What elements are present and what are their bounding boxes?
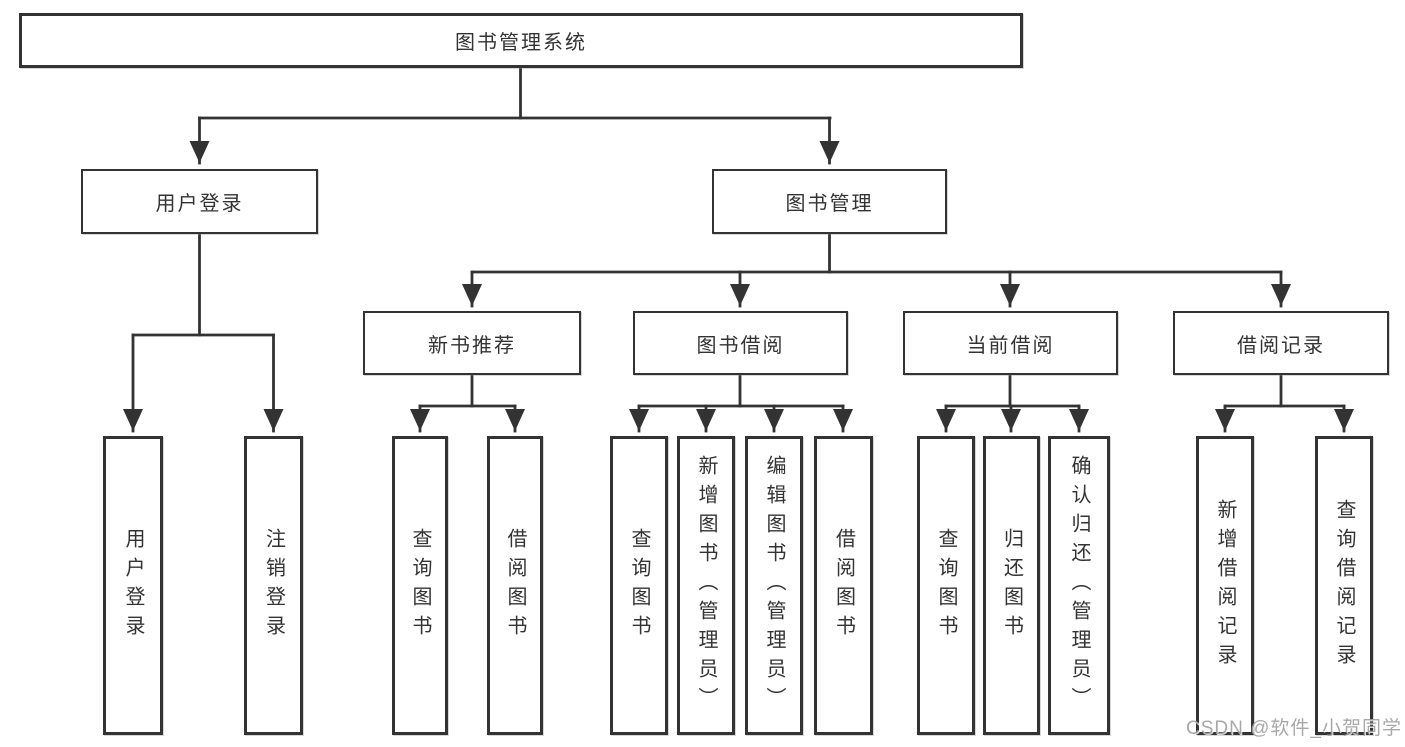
leaf-borrow-books-recommend: 借阅图书 [487, 436, 543, 735]
node-label: 借阅记录 [1237, 334, 1325, 357]
node-label: 图书管理 [785, 193, 874, 215]
node-label: 查询图书 [628, 527, 650, 644]
node-library-management-system: 图书管理系统 [19, 13, 1023, 68]
leaf-add-book-admin: 新增图书（管理员） [677, 436, 735, 735]
node-borrow-records: 借阅记录 [1173, 311, 1389, 375]
node-label: 用户登录 [155, 193, 244, 215]
leaf-query-books-recommend: 查询图书 [392, 436, 448, 735]
leaf-query-borrow-record: 查询借阅记录 [1315, 436, 1373, 735]
leaf-edit-book-admin: 编辑图书（管理员） [745, 436, 803, 735]
node-label: 借阅图书 [504, 527, 526, 644]
node-label: 借阅图书 [832, 527, 855, 644]
leaf-add-borrow-record: 新增借阅记录 [1196, 436, 1254, 735]
node-label: 图书管理系统 [455, 32, 587, 54]
leaf-user-login: 用户登录 [103, 436, 163, 735]
node-label: 新书推荐 [428, 334, 516, 357]
node-label: 当前借阅 [966, 334, 1055, 357]
node-book-borrow: 图书借阅 [633, 311, 848, 375]
node-label: 新增图书（管理员） [695, 455, 717, 716]
leaf-borrow-books: 借阅图书 [814, 436, 873, 735]
node-label: 归还图书 [1000, 527, 1023, 644]
node-label: 新增借阅记录 [1214, 498, 1236, 673]
node-book-management: 图书管理 [712, 169, 947, 234]
node-label: 图书借阅 [696, 334, 785, 357]
leaf-query-books-borrow: 查询图书 [610, 436, 668, 735]
node-label: 编辑图书（管理员） [763, 455, 785, 716]
node-label: 注销登录 [262, 527, 285, 644]
node-label: 查询图书 [935, 527, 957, 644]
leaf-return-book: 归还图书 [983, 436, 1040, 735]
leaf-logout: 注销登录 [244, 436, 303, 735]
node-user-login: 用户登录 [81, 169, 318, 234]
node-new-book-recommend: 新书推荐 [363, 311, 581, 375]
node-label: 用户登录 [122, 527, 144, 644]
node-label: 查询借阅记录 [1333, 498, 1355, 673]
leaf-query-books-current: 查询图书 [917, 436, 975, 735]
csdn-watermark: CSDN @软件_小贺同学 [1186, 718, 1402, 739]
node-label: 确认归还（管理员） [1068, 455, 1090, 716]
leaf-confirm-return-admin: 确认归还（管理员） [1048, 436, 1110, 735]
node-current-borrow: 当前借阅 [903, 311, 1118, 375]
node-label: 查询图书 [409, 527, 431, 644]
